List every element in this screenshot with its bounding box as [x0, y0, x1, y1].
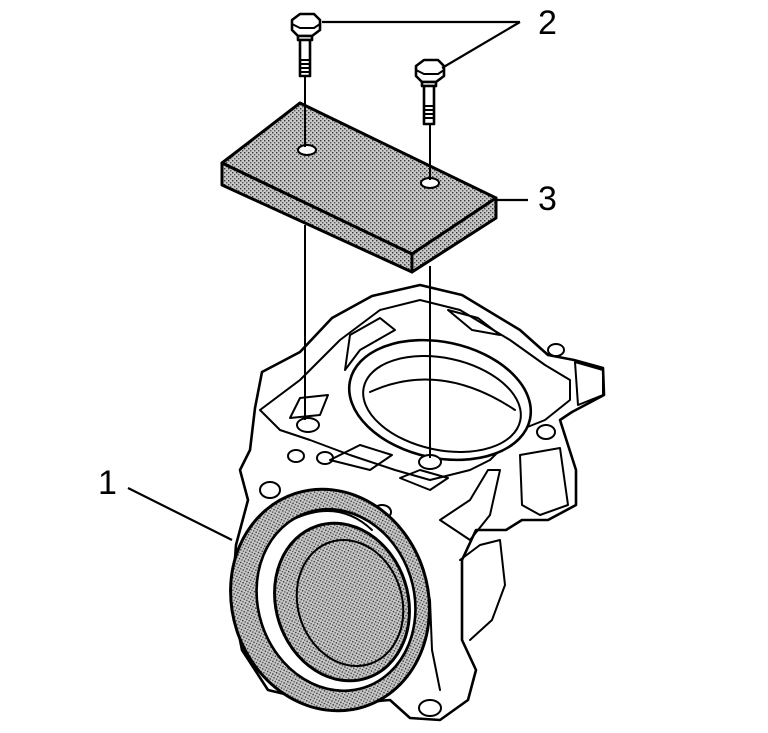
- housing-bore-inner: [362, 355, 522, 453]
- callout-2: 2: [538, 4, 557, 42]
- plate: [220, 101, 498, 274]
- callout-3: 3: [538, 180, 557, 218]
- bolt-right-head: [414, 58, 446, 84]
- alignment-lines: [304, 76, 431, 458]
- housing-top-deck: [259, 299, 571, 481]
- housing-pocket-5: [399, 469, 449, 491]
- housing-boss-5: [536, 424, 556, 440]
- housing-boss-1: [287, 449, 305, 463]
- bolt-right-threads: [423, 105, 435, 119]
- housing-boss-2: [316, 451, 334, 465]
- housing-pocket-1: [344, 317, 396, 371]
- housing-web-2: [459, 539, 506, 641]
- leader-1: [127, 487, 233, 541]
- housing-side-lug: [519, 447, 569, 516]
- bolt-right-head-facet: [415, 69, 445, 75]
- seal-lip-line: [291, 510, 373, 531]
- housing-bore-lip: [369, 378, 516, 411]
- plate-side-face: [410, 196, 498, 274]
- callout-1: 1: [98, 464, 117, 502]
- housing-boss-6: [547, 343, 565, 357]
- housing-pocket-4: [329, 444, 393, 471]
- housing-web-1: [439, 469, 501, 541]
- seal-bore: [295, 539, 405, 667]
- bolt-left-threads: [299, 59, 311, 73]
- front-seal: [229, 487, 431, 713]
- bolt-left: [290, 12, 322, 78]
- leader-2-b: [441, 21, 521, 69]
- housing-bolt-hole-left: [296, 417, 320, 433]
- bolt-left-head-facet: [291, 23, 321, 29]
- housing-pocket-3: [289, 394, 329, 419]
- housing-rear-tab: [574, 361, 604, 406]
- bolt-right: [414, 58, 446, 126]
- housing-boss-3: [259, 481, 281, 499]
- bolt-left-shank: [298, 38, 312, 78]
- bolt-left-head: [290, 12, 322, 38]
- housing-pocket-2: [447, 309, 501, 336]
- plate-hole-left: [297, 144, 317, 156]
- housing-boss-7: [418, 699, 442, 717]
- leader-lines: [127, 20, 528, 541]
